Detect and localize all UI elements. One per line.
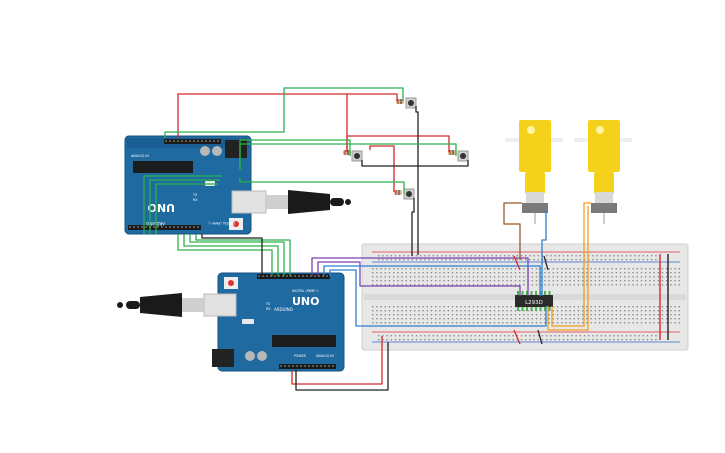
- arduino-bottom[interactable]: UNO ARDUINO DIGITAL (PWM~) POWER ANALOG …: [212, 272, 345, 372]
- resistor-2[interactable]: [343, 150, 351, 155]
- wire-green-11: [155, 183, 218, 234]
- bottom-label-rx: RX: [266, 307, 271, 311]
- wire-red-4: [369, 145, 395, 192]
- wire-brown-motor: [503, 202, 522, 260]
- wire-purple-1: [311, 257, 529, 296]
- wire-black-4: [201, 234, 263, 276]
- arduino-bottom-usb-cable: [117, 293, 237, 317]
- resistor-3[interactable]: [448, 150, 456, 155]
- wire-green-7: [189, 234, 285, 276]
- wires: [143, 87, 591, 391]
- bottom-digital-header: [257, 274, 330, 279]
- wire-purple-2: [317, 261, 521, 296]
- wire-green-10: [143, 175, 222, 234]
- dc-motor-left[interactable]: [505, 120, 563, 224]
- bottom-label-tx: TX: [265, 302, 271, 306]
- wire-blue-motor: [541, 210, 547, 296]
- wire-black-jumper-1: [543, 255, 549, 271]
- top-digital-header: [128, 225, 201, 230]
- bottom-capacitor-1: [245, 351, 255, 361]
- bottom-brand: ARDUINO: [274, 307, 293, 312]
- top-uno-logo: UNO: [148, 201, 176, 214]
- top-label-analog: ANALOG IN: [131, 154, 149, 158]
- wire-blue-1: [323, 265, 541, 296]
- top-power-jack: [225, 140, 247, 158]
- pushbutton-1[interactable]: [405, 97, 417, 109]
- top-capacitor-1: [200, 146, 210, 156]
- l293d-chip[interactable]: L293D: [515, 291, 553, 311]
- wire-red-5: [291, 336, 383, 385]
- bottom-power-header: [279, 364, 336, 369]
- resistor-1[interactable]: [396, 99, 404, 104]
- bottom-power-jack: [212, 349, 234, 367]
- arduino-top-usb-cable: [231, 190, 351, 214]
- resistor-4[interactable]: [394, 190, 402, 195]
- bottom-label-power: POWER: [294, 354, 307, 358]
- wire-black-3: [411, 198, 415, 256]
- wire-green-6: [183, 234, 279, 276]
- bottom-label-analog: ANALOG IN: [316, 354, 334, 358]
- pushbutton-4[interactable]: [403, 188, 415, 200]
- wire-red-1: [177, 93, 398, 138]
- wire-orange-motor-2: [547, 206, 589, 331]
- bottom-label-digital: DIGITAL (PWM~): [292, 289, 318, 293]
- top-label-digital: DIGITAL (PWM~): [209, 221, 235, 225]
- wire-green-8: [195, 234, 291, 276]
- pushbutton-3[interactable]: [457, 150, 469, 162]
- wire-black-2: [361, 160, 469, 167]
- wire-green-3: [239, 143, 457, 168]
- wire-red-jumper-2: [513, 329, 521, 345]
- bottom-microcontroller: [272, 335, 336, 347]
- bottom-crystal: [242, 319, 254, 324]
- bottom-capacitor-2: [257, 351, 267, 361]
- wire-green-9: [149, 179, 220, 234]
- top-power-header: [164, 139, 221, 144]
- chip-label: L293D: [525, 300, 543, 306]
- wire-black-1: [415, 106, 419, 255]
- top-reset-icon: [233, 221, 239, 227]
- wire-red-jumper-1: [513, 255, 521, 271]
- breadboard-holes: [372, 255, 680, 341]
- wire-blue-2: [329, 269, 547, 327]
- bottom-reset-icon: [228, 280, 234, 286]
- wire-black-5: [295, 342, 389, 391]
- wire-orange-motor-1: [551, 202, 591, 327]
- wire-green-1: [164, 87, 404, 138]
- top-label-rx: RX: [193, 198, 198, 202]
- top-label-tx: TX: [192, 193, 198, 197]
- wire-green-4: [239, 178, 405, 194]
- top-microcontroller: [133, 161, 193, 173]
- wire-black-jumper-2: [537, 329, 543, 345]
- dc-motor-right[interactable]: [574, 120, 632, 224]
- wire-green-5: [177, 234, 273, 276]
- bottom-uno-logo: UNO: [292, 295, 320, 308]
- top-capacitor-2: [212, 146, 222, 156]
- pushbutton-2[interactable]: [351, 150, 363, 162]
